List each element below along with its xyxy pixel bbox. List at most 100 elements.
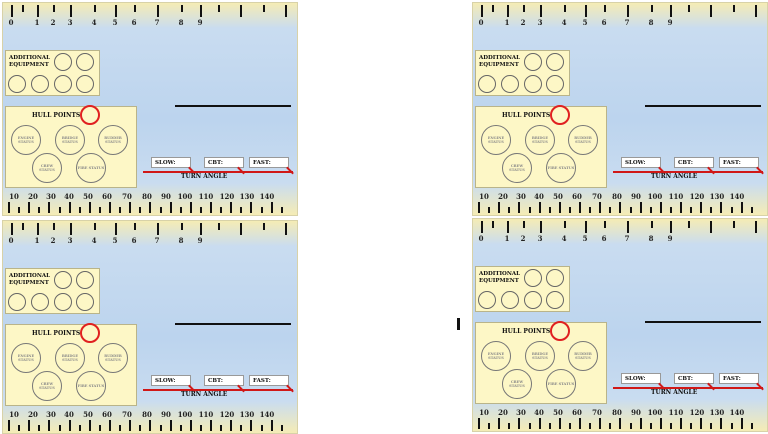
status-circle[interactable]: FIRE STATUS [76,153,106,183]
ruler-label: 3 [537,234,543,243]
status-circle[interactable]: RUDDER STATUS [98,343,128,373]
hull-points-counter[interactable] [550,105,570,125]
ruler-tick [558,418,561,429]
status-circle[interactable]: BRIDGE STATUS [525,125,555,155]
status-circle[interactable]: ENGINE STATUS [11,343,41,373]
status-circle[interactable]: CREW STATUS [502,369,532,399]
equipment-slot[interactable] [54,293,72,311]
equipment-slot[interactable] [76,293,94,311]
status-circle[interactable]: FIRE STATUS [76,371,106,401]
speed-fast-box[interactable]: FAST: [249,157,289,168]
status-circle[interactable]: RUDDER STATUS [568,125,598,155]
status-circle[interactable]: CREW STATUS [32,153,62,183]
ruler-label: 60 [102,192,112,201]
speed-fast-box[interactable]: FAST: [249,375,289,386]
hull-points-counter[interactable] [80,323,100,343]
speed-cbt-label: CBT: [208,378,223,384]
status-circle[interactable]: CREW STATUS [32,371,62,401]
speed-fast-box[interactable]: FAST: [719,157,759,168]
equipment-slot[interactable] [8,75,26,93]
ruler-label: 100 [177,410,193,419]
status-label: CREW STATUS [39,164,55,172]
equipment-slot[interactable] [76,271,94,289]
turn-angle-label: TURN ANGLE [651,389,698,396]
ruler-tick [134,5,136,12]
speed-cbt-label: CBT: [208,160,223,166]
ruler-tick [639,202,642,213]
equipment-slot[interactable] [524,75,542,93]
ruler-label: 100 [647,408,663,417]
status-circle[interactable]: ENGINE STATUS [481,125,511,155]
speed-cbt-box[interactable]: CBT: [204,157,244,168]
ruler-tick [280,207,283,213]
equipment-slot[interactable] [8,293,26,311]
speed-slow-box[interactable]: SLOW: [151,157,191,168]
hull-points-counter[interactable] [550,321,570,341]
ruler-tick [585,5,587,17]
equipment-slot[interactable] [524,269,542,287]
status-label: BRIDGE STATUS [531,136,549,144]
equipment-slot[interactable] [546,75,564,93]
equipment-slot[interactable] [501,291,519,309]
equipment-slot[interactable] [478,291,496,309]
status-circle[interactable]: BRIDGE STATUS [55,125,85,155]
equipment-slot[interactable] [54,53,72,71]
equipment-slot[interactable] [478,75,496,93]
equipment-slot[interactable] [524,291,542,309]
ruler-tick [700,202,703,213]
equipment-slot[interactable] [31,75,49,93]
ruler-tick [589,207,592,213]
hull-points-title: HULL POINTS: [502,328,553,335]
status-circle[interactable]: BRIDGE STATUS [55,343,85,373]
equipment-slot[interactable] [54,75,72,93]
ruler-tick [149,202,152,213]
ruler-label: 1 [504,18,510,27]
speed-fast-label: FAST: [253,378,271,384]
equipment-slot[interactable] [546,269,564,287]
speed-cbt-box[interactable]: CBT: [674,157,714,168]
hull-points-counter[interactable] [80,105,100,125]
ruler-tick [169,420,172,431]
equipment-slot[interactable] [76,75,94,93]
ruler-tick [568,207,571,213]
equipment-slot[interactable] [76,53,94,71]
status-circle[interactable]: CREW STATUS [502,153,532,183]
speed-slow-box[interactable]: SLOW: [621,157,661,168]
equipment-slot[interactable] [31,293,49,311]
speed-slow-box[interactable]: SLOW: [621,373,661,384]
status-circle[interactable]: FIRE STATUS [546,153,576,183]
equipment-slot[interactable] [524,53,542,71]
ruler-tick [8,202,10,213]
ruler-label: 70 [122,410,132,419]
status-circle[interactable]: RUDDER STATUS [98,125,128,155]
ruler-tick [589,423,592,429]
speed-slow-box[interactable]: SLOW: [151,375,191,386]
ruler-label: 9 [197,236,203,245]
ruler-label: 8 [648,18,654,27]
status-circle[interactable]: ENGINE STATUS [11,125,41,155]
speed-cbt-box[interactable]: CBT: [674,373,714,384]
equipment-slot[interactable] [501,75,519,93]
equipment-slot[interactable] [54,271,72,289]
ruler-tick [619,202,622,213]
ruler-tick [538,418,541,429]
speed-fast-box[interactable]: FAST: [719,373,759,384]
status-circle[interactable]: BRIDGE STATUS [525,341,555,371]
equipment-title-line1: ADDITIONAL [9,273,50,279]
speed-cbt-box[interactable]: CBT: [204,375,244,386]
ruler-label: 5 [112,236,118,245]
ruler-label: 2 [50,236,56,245]
ruler-label: 80 [612,192,622,201]
status-circle[interactable]: RUDDER STATUS [568,341,598,371]
ruler-label: 40 [534,408,544,417]
ruler-label: 7 [154,236,160,245]
status-circle[interactable]: ENGINE STATUS [481,341,511,371]
status-circle[interactable]: FIRE STATUS [546,369,576,399]
equipment-slot[interactable] [546,53,564,71]
ruler-tick [710,5,712,17]
equipment-slot[interactable] [546,291,564,309]
